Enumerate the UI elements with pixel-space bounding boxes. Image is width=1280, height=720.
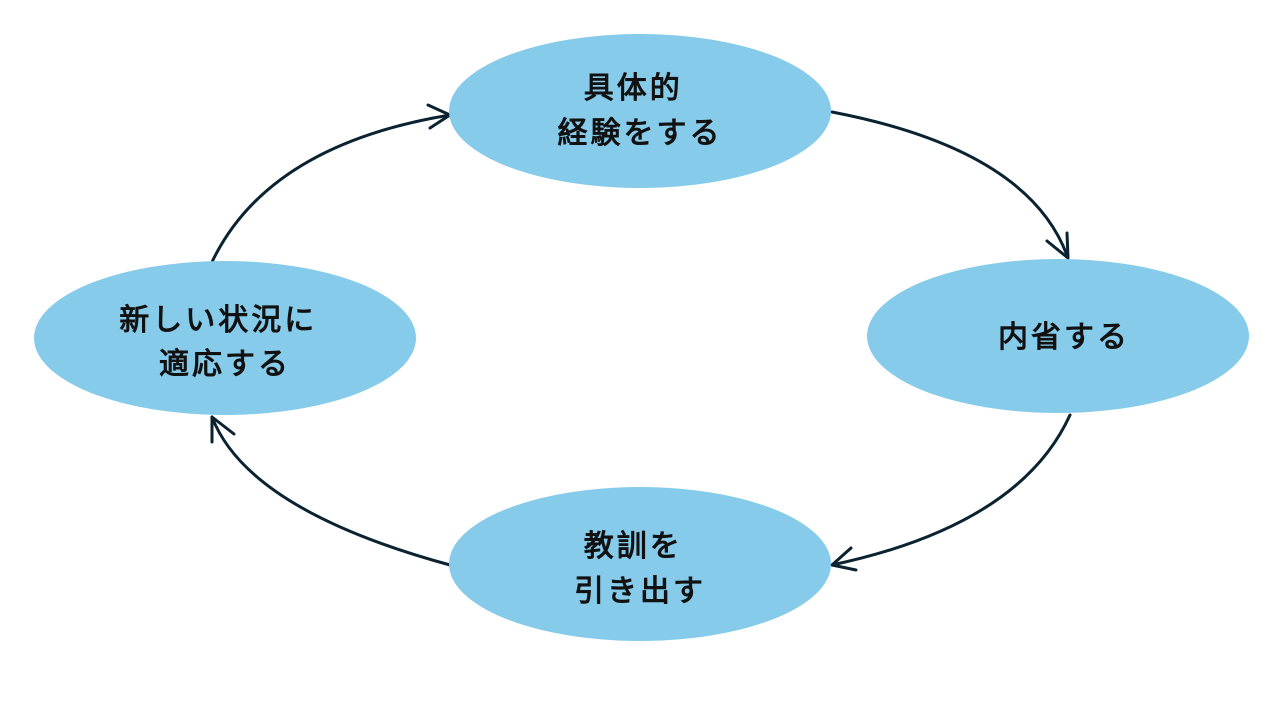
node-lesson-shape bbox=[449, 487, 831, 641]
arrowhead-reflect-to-lesson bbox=[830, 546, 858, 572]
arrow-lesson-to-adapt bbox=[210, 415, 452, 567]
arrow-experience-to-reflect bbox=[830, 110, 1070, 260]
node-experience: 具体的 経験をする bbox=[449, 34, 831, 188]
node-adapt-shape bbox=[34, 261, 416, 415]
node-experience-line-1: 具体的 bbox=[584, 71, 683, 106]
node-lesson-label: 教訓を 引き出す bbox=[574, 529, 706, 609]
node-lesson-line-2: 引き出す bbox=[574, 574, 706, 609]
arrows bbox=[210, 103, 1072, 572]
node-reflect: 内省する bbox=[867, 259, 1249, 413]
arrowhead-lesson-to-adapt bbox=[210, 415, 236, 444]
node-lesson-line-1: 教訓を bbox=[584, 529, 683, 564]
node-lesson: 教訓を 引き出す bbox=[449, 487, 831, 641]
node-experience-line-2: 経験をする bbox=[558, 116, 723, 151]
arrow-adapt-to-experience bbox=[210, 113, 452, 264]
node-reflect-line-1: 内省する bbox=[998, 320, 1130, 355]
node-adapt: 新しい状況に 適応する bbox=[34, 261, 416, 415]
node-adapt-label: 新しい状況に 適応する bbox=[119, 303, 330, 382]
node-reflect-label: 内省する bbox=[998, 320, 1130, 355]
node-reflect-shape bbox=[867, 259, 1249, 413]
arrow-reflect-to-lesson bbox=[830, 413, 1072, 567]
node-experience-label: 具体的 経験をする bbox=[558, 71, 723, 151]
node-adapt-line-1: 新しい状況に bbox=[119, 303, 317, 338]
node-experience-shape bbox=[449, 34, 831, 188]
arrowhead-experience-to-reflect bbox=[1045, 231, 1070, 260]
node-adapt-line-2: 適応する bbox=[159, 347, 291, 382]
